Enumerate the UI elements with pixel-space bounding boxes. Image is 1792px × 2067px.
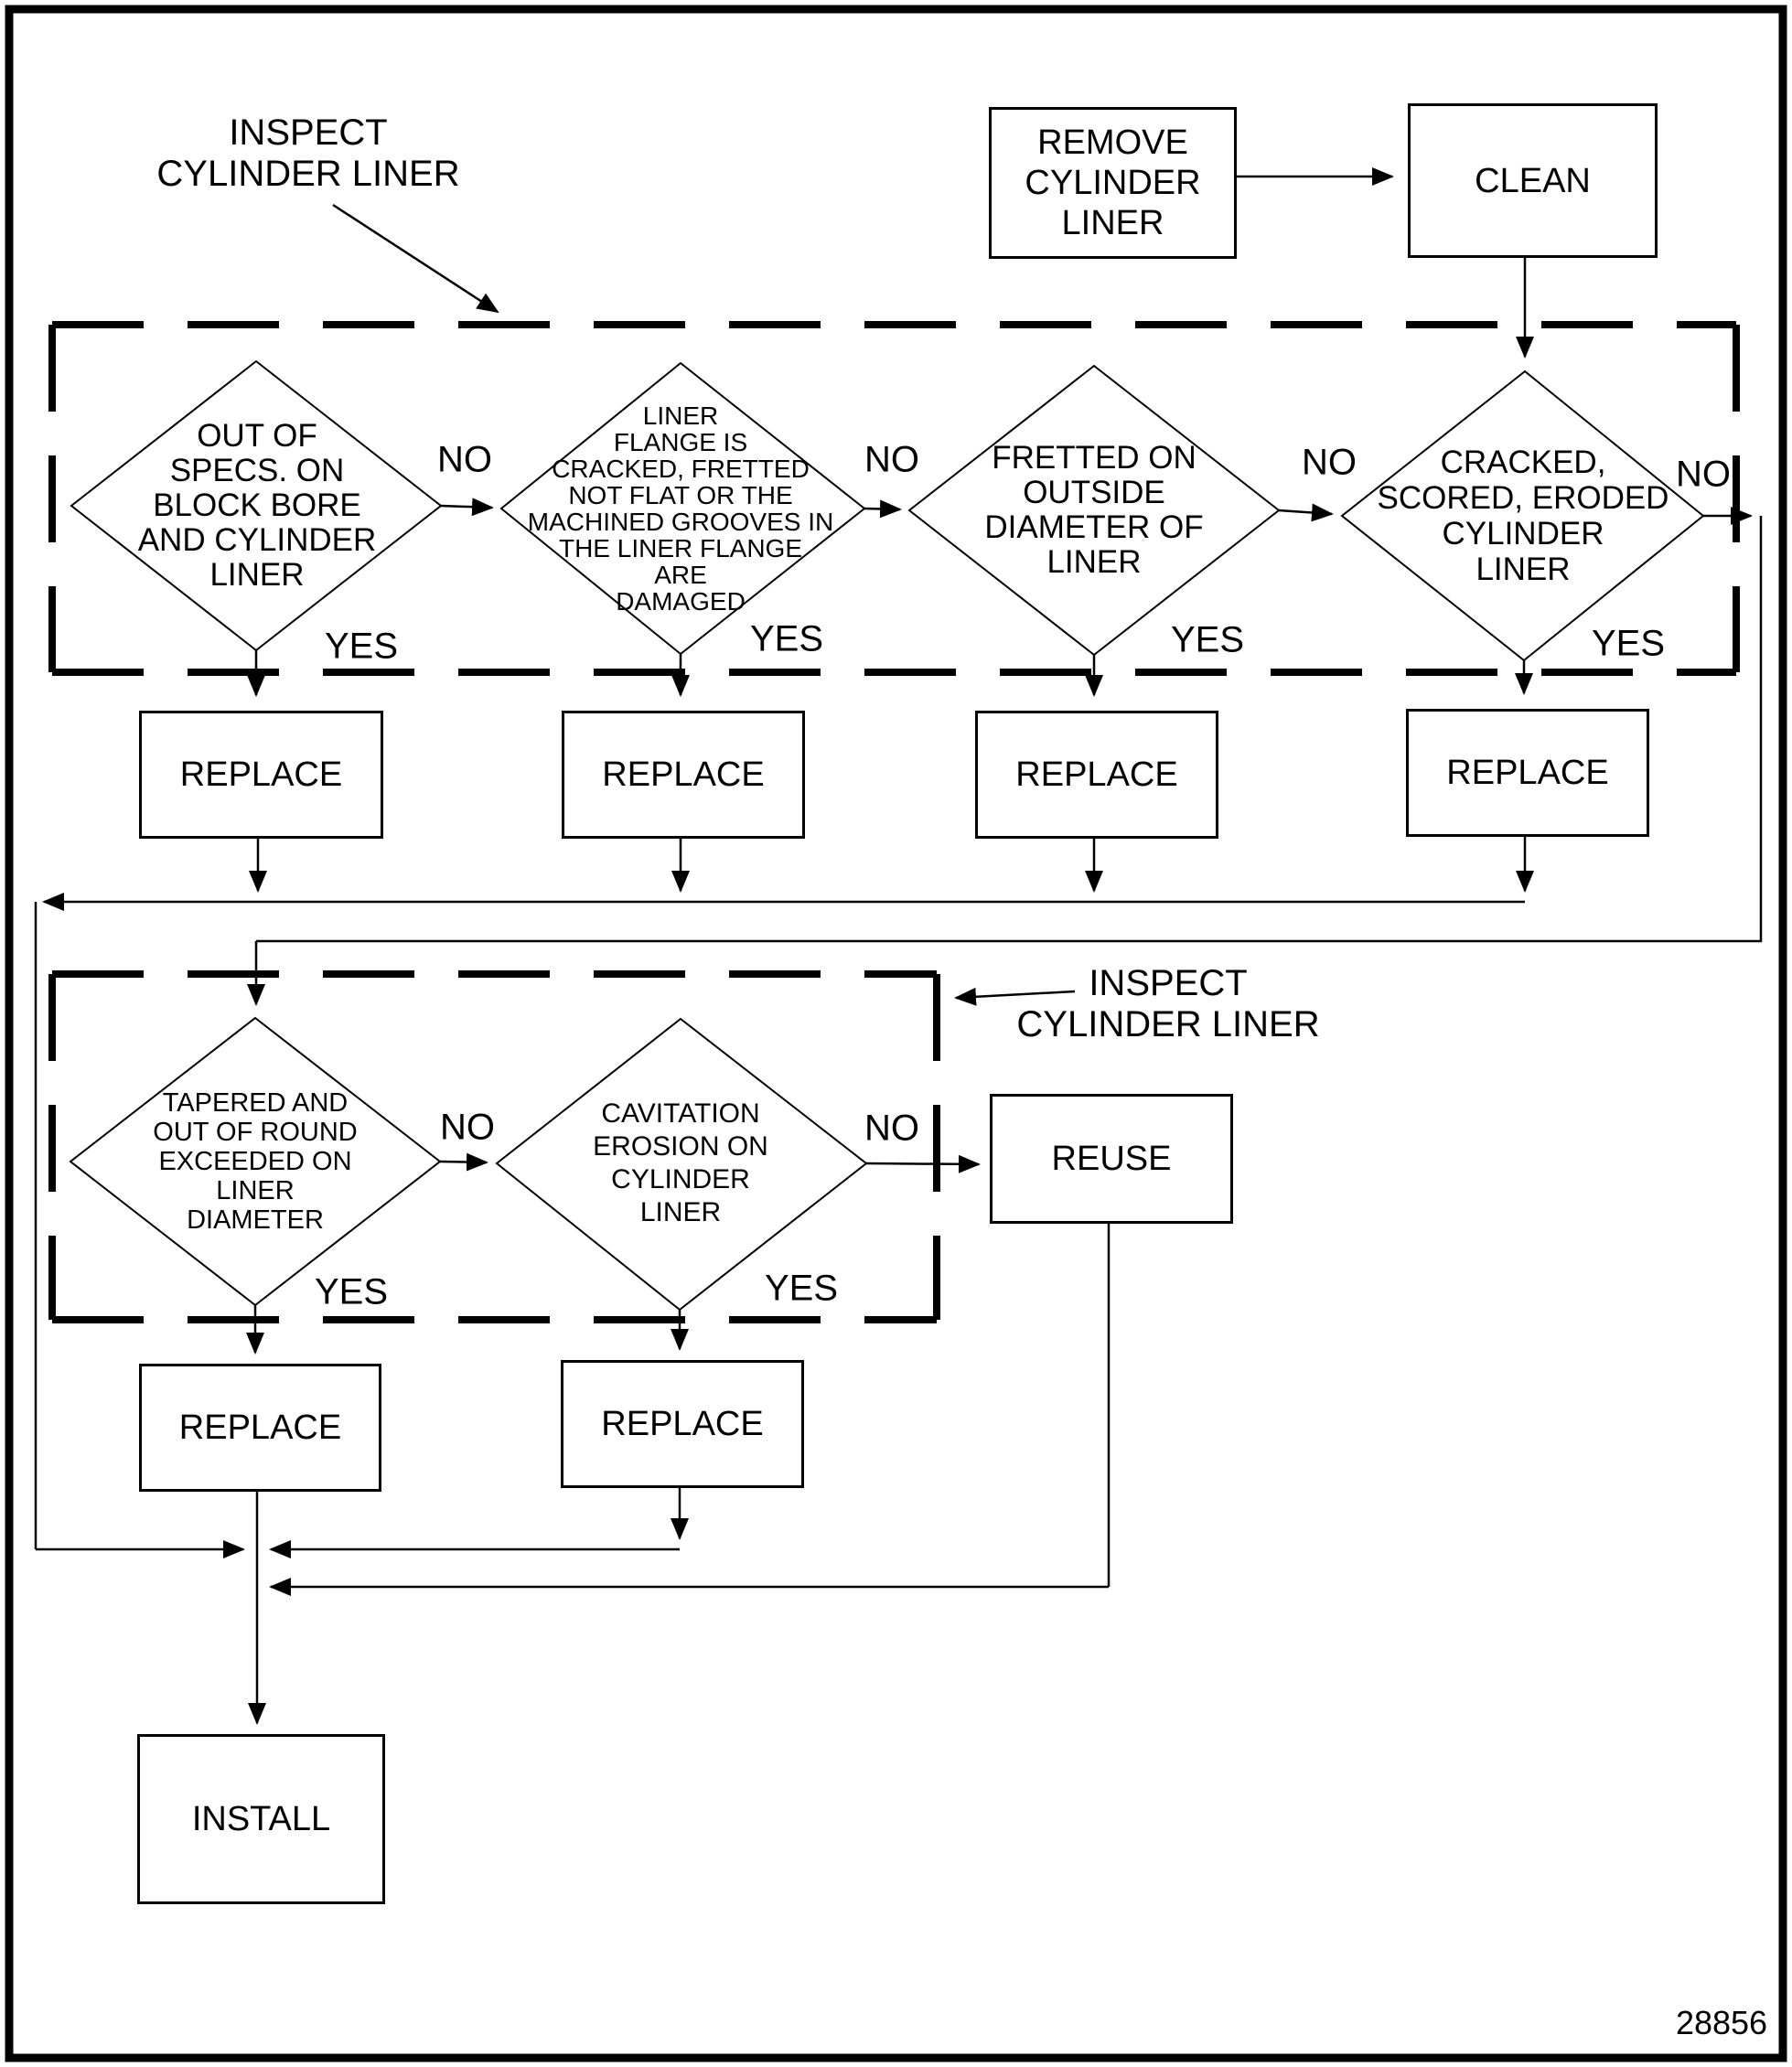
yes-label-d3: YES [1170, 619, 1245, 660]
d1-line2: SPECS. ON [169, 453, 345, 488]
reuse-label: REUSE [1051, 1140, 1172, 1178]
decision-cracked-text: CRACKED, SCORED, ERODED CYLINDER LINER [1378, 444, 1669, 587]
remove-cylinder-liner-box: REMOVE CYLINDER LINER [989, 107, 1237, 259]
clean-box: CLEAN [1408, 103, 1658, 258]
d1-line5: LINER [209, 557, 305, 593]
d5-line5: DIAMETER [187, 1205, 324, 1235]
d6-line3: CYLINDER [611, 1164, 750, 1194]
d2-line7: ARE [654, 561, 707, 589]
d2-line5: MACHINED GROOVES IN [527, 508, 834, 536]
no-label-d5: NO [440, 1107, 495, 1148]
inspect-dashed-box-1 [48, 321, 1740, 676]
no-label-d6: NO [864, 1108, 919, 1149]
callout-inspect-top: INSPECT CYLINDER LINER [156, 112, 459, 195]
d3-line1: FRETTED ON [992, 440, 1196, 476]
yes-label-d6: YES [764, 1268, 839, 1309]
d5-line4: LINER [216, 1176, 295, 1205]
replace-label-6: REPLACE [601, 1405, 764, 1443]
replace-box-2: REPLACE [562, 711, 805, 839]
decision-cavitation-text: CAVITATION EROSION ON CYLINDER LINER [593, 1098, 768, 1229]
d4-line4: LINER [1475, 552, 1571, 587]
d3-line2: OUTSIDE [1023, 475, 1165, 510]
replace-box-1: REPLACE [139, 711, 383, 839]
callout-middle-arrow [954, 987, 1076, 1006]
d1-line3: BLOCK BORE [153, 487, 361, 523]
connector-no-d1-d2 [440, 498, 494, 517]
d2-line3: CRACKED, FRETTED [552, 455, 810, 483]
d4-line3: CYLINDER [1442, 516, 1604, 552]
callout-top-line1: INSPECT [229, 112, 388, 153]
remove-label-line1: REMOVE [1037, 123, 1188, 162]
clean-label: CLEAN [1475, 161, 1591, 200]
replace-box-4: REPLACE [1406, 709, 1649, 837]
d3-line4: LINER [1046, 544, 1142, 580]
install-box: INSTALL [137, 1734, 385, 1904]
no-label-d1: NO [437, 439, 492, 480]
yes-label-d4: YES [1591, 623, 1666, 664]
d2-line2: FLANGE IS [613, 428, 748, 456]
d6-line2: EROSION ON [593, 1131, 768, 1162]
d2-line8: DAMAGED [616, 587, 746, 616]
decision-liner-flange-text: LINER FLANGE IS CRACKED, FRETTED NOT FLA… [528, 402, 833, 615]
d6-line1: CAVITATION [601, 1098, 760, 1129]
replace-label-5: REPLACE [178, 1408, 342, 1447]
replace-label-1: REPLACE [179, 755, 343, 794]
replace-label-4: REPLACE [1446, 754, 1609, 792]
connector-no-d3-d4 [1278, 503, 1334, 522]
no-label-d3: NO [1302, 442, 1357, 483]
callout-middle-line2: CYLINDER LINER [1016, 1004, 1320, 1044]
d2-line6: THE LINER FLANGE [558, 534, 803, 562]
d6-line4: LINER [639, 1197, 722, 1227]
yes-label-d5: YES [314, 1271, 389, 1312]
no-label-d4: NO [1676, 454, 1731, 495]
replace-box-3: REPLACE [975, 711, 1218, 839]
d5-line1: TAPERED AND [162, 1088, 349, 1118]
no-label-d2: NO [864, 439, 919, 480]
figure-number: 28856 [1675, 2004, 1768, 2041]
d5-line2: OUT OF ROUND [153, 1118, 358, 1147]
d3-line3: DIAMETER OF [984, 509, 1204, 545]
callout-top-arrow [332, 203, 499, 314]
remove-cylinder-liner-label: REMOVE CYLINDER LINER [1025, 123, 1200, 243]
d4-line2: SCORED, ERODED [1377, 480, 1669, 516]
decision-tapered-text: TAPERED AND OUT OF ROUND EXCEEDED ON LIN… [153, 1088, 357, 1235]
connector-no-d6-reuse [865, 1154, 981, 1173]
inspect-dashed-box-2 [48, 970, 940, 1323]
connector-no4-feedback [256, 516, 1763, 943]
page-border [5, 5, 1787, 2062]
yes-label-d2: YES [749, 618, 824, 659]
replace-box-5: REPLACE [139, 1364, 381, 1492]
d1-line1: OUT OF [197, 418, 317, 454]
callout-top-line2: CYLINDER LINER [156, 154, 460, 194]
replace-box-6: REPLACE [561, 1360, 804, 1488]
remove-label-line3: LINER [1061, 204, 1164, 242]
d2-line4: NOT FLAT OR THE [568, 481, 793, 509]
replace-label-2: REPLACE [602, 755, 765, 794]
callout-inspect-middle: INSPECT CYLINDER LINER [1016, 963, 1319, 1045]
callout-middle-line1: INSPECT [1089, 963, 1248, 1003]
d5-line3: EXCEEDED ON [158, 1147, 352, 1176]
reuse-box: REUSE [990, 1094, 1233, 1224]
remove-label-line2: CYLINDER [1025, 164, 1201, 202]
d2-line1: LINER [642, 402, 719, 430]
d4-line1: CRACKED, [1440, 444, 1606, 480]
d1-line4: AND CYLINDER [137, 522, 377, 558]
yes-label-d1: YES [324, 626, 399, 667]
install-label: INSTALL [191, 1800, 331, 1838]
decision-fretted-text: FRETTED ON OUTSIDE DIAMETER OF LINER [984, 441, 1203, 580]
decision-out-of-specs-text: OUT OF SPECS. ON BLOCK BORE AND CYLINDER… [138, 419, 377, 593]
replace-label-3: REPLACE [1015, 755, 1178, 794]
